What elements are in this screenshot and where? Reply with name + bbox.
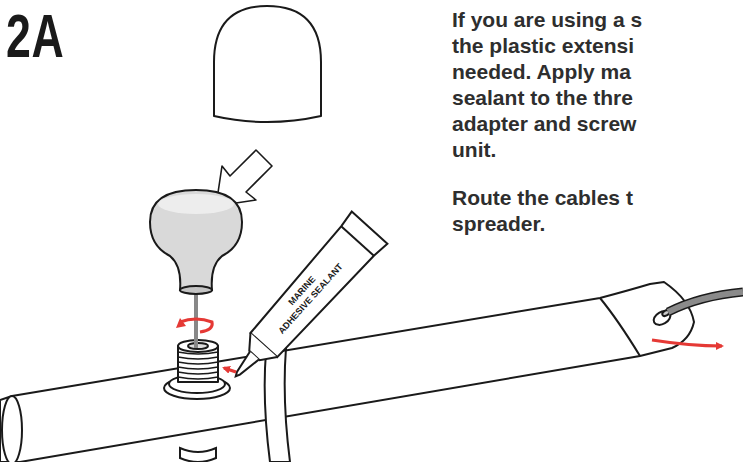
thread-line — [178, 372, 218, 374]
dome-cap — [214, 6, 321, 122]
tube-end — [2, 396, 22, 462]
instruction-line: unit. — [452, 138, 496, 162]
instruction-line: the plastic extensi — [452, 34, 634, 58]
antenna-knob — [150, 190, 242, 290]
step-number: 2A — [6, 0, 65, 71]
instruction-line: Route the cables t — [452, 186, 633, 210]
thread-line — [178, 367, 218, 369]
sealant-tube — [218, 212, 387, 393]
strap — [265, 348, 290, 462]
instruction-line: adapter and screw — [452, 112, 636, 136]
instruction-line: spreader. — [452, 212, 545, 236]
instruction-line: sealant to the thre — [452, 86, 633, 110]
cable — [668, 292, 743, 312]
instruction-line: If you are using a s — [452, 8, 642, 32]
spreader-tube — [0, 282, 694, 462]
thread-line — [178, 352, 218, 354]
thread-line — [178, 357, 218, 359]
instruction-line: needed. Apply ma — [452, 60, 631, 84]
thread-line — [178, 377, 218, 379]
thread-line — [178, 362, 218, 364]
